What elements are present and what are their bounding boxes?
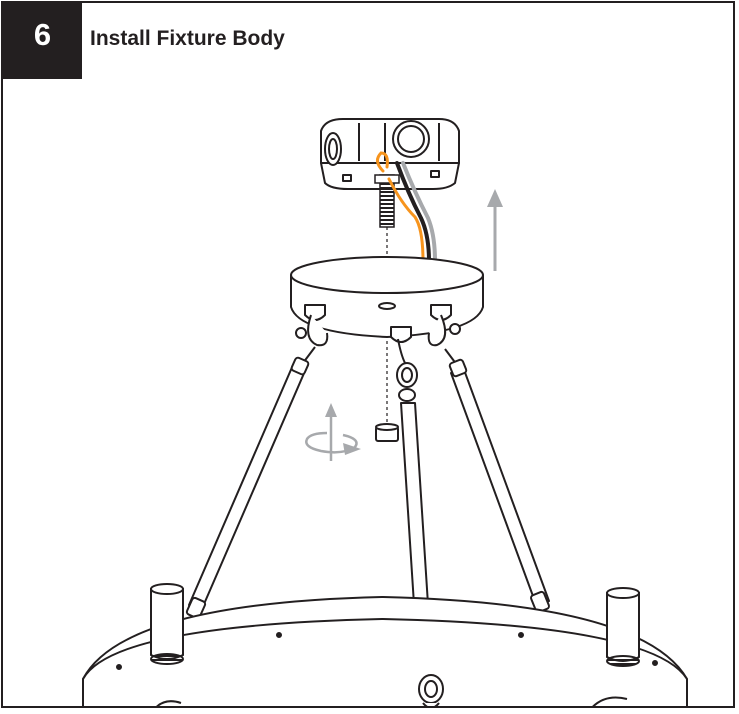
supply-wires [376, 151, 437, 263]
step-title: Install Fixture Body [90, 27, 285, 50]
candle-socket-right [606, 587, 640, 667]
canopy [290, 256, 484, 343]
support-arms [185, 356, 550, 652]
lower-chain-loop [418, 674, 444, 706]
mounting-nut [375, 423, 399, 442]
threaded-nipple [374, 174, 400, 228]
rotate-arrow-icon [305, 403, 361, 461]
candle-socket-left [150, 583, 184, 665]
step-number-badge: 6 [3, 3, 82, 79]
fixture-ring [82, 596, 688, 706]
up-arrow-icon [487, 189, 503, 271]
ring-inner-details [156, 696, 628, 706]
junction-box [320, 118, 460, 190]
fixture-illustration [82, 118, 688, 706]
